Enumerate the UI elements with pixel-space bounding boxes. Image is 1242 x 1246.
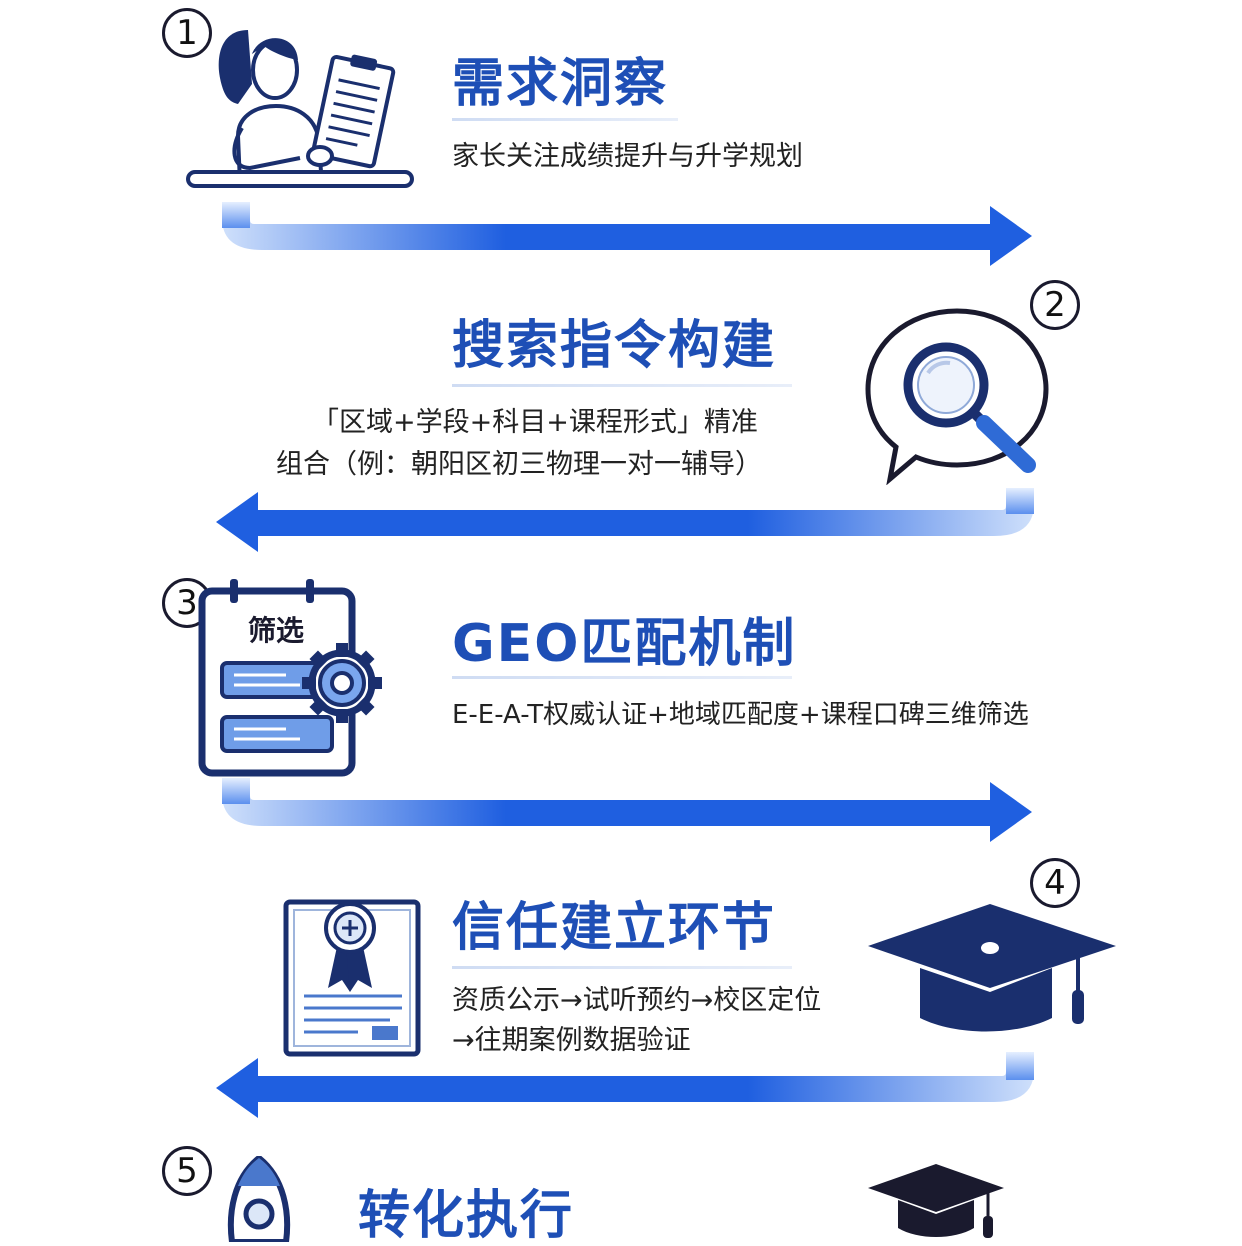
arrow-step-1-to-2 bbox=[222, 202, 1032, 266]
step-1-title: 需求洞察 bbox=[452, 54, 669, 114]
step-1-desc-line-1: 家长关注成绩提升与升学规划 bbox=[452, 141, 803, 172]
step-4-number: 4 bbox=[1044, 863, 1066, 903]
step-3-title: GEO匹配机制 bbox=[452, 614, 797, 674]
step-3-title-rule bbox=[452, 676, 792, 679]
step-4-title-rule bbox=[452, 966, 792, 969]
graduation-cap-icon bbox=[868, 904, 1116, 1032]
step-5-number: 5 bbox=[176, 1151, 198, 1191]
step-2-title: 搜索指令构建 bbox=[452, 316, 777, 376]
step-4-desc-line-1: 资质公示→试听预约→校区定位 bbox=[452, 985, 822, 1016]
step-1-title-rule bbox=[452, 118, 678, 121]
arrow-step-2-to-3 bbox=[216, 488, 1034, 552]
step-2-title-rule bbox=[452, 384, 792, 387]
step-4-title: 信任建立环节 bbox=[452, 898, 777, 958]
magnifier-chat-bubble-icon bbox=[865, 308, 1049, 485]
step-5-title: 转化执行 bbox=[358, 1186, 575, 1246]
small-graduation-cap-icon bbox=[868, 1164, 1004, 1238]
step-4-number-badge: 4 bbox=[1030, 858, 1080, 908]
step-1-number: 1 bbox=[176, 13, 198, 53]
step-2-desc-line-1: 「区域+学段+科目+课程形式」精准 bbox=[312, 407, 758, 438]
filter-label: 筛选 bbox=[248, 614, 305, 647]
arrow-step-3-to-4 bbox=[222, 778, 1032, 842]
parent-reading-clipboard-icon bbox=[186, 30, 414, 188]
filter-clipboard-gear-icon bbox=[198, 579, 382, 777]
step-3-number: 3 bbox=[176, 583, 198, 623]
step-3-desc-line-1: E-E-A-T权威认证+地域匹配度+课程口碑三维筛选 bbox=[452, 700, 1029, 730]
rocket-icon bbox=[227, 1156, 291, 1242]
step-2-number: 2 bbox=[1044, 285, 1066, 325]
step-4-desc-line-2: →往期案例数据验证 bbox=[452, 1025, 691, 1056]
step-2-number-badge: 2 bbox=[1030, 280, 1080, 330]
step-2-desc-line-2: 组合（例：朝阳区初三物理一对一辅导） bbox=[276, 449, 762, 480]
step-1-number-badge: 1 bbox=[162, 8, 212, 58]
arrow-step-4-to-5 bbox=[216, 1052, 1034, 1118]
step-5-number-badge: 5 bbox=[162, 1146, 212, 1196]
certificate-icon bbox=[283, 899, 421, 1057]
